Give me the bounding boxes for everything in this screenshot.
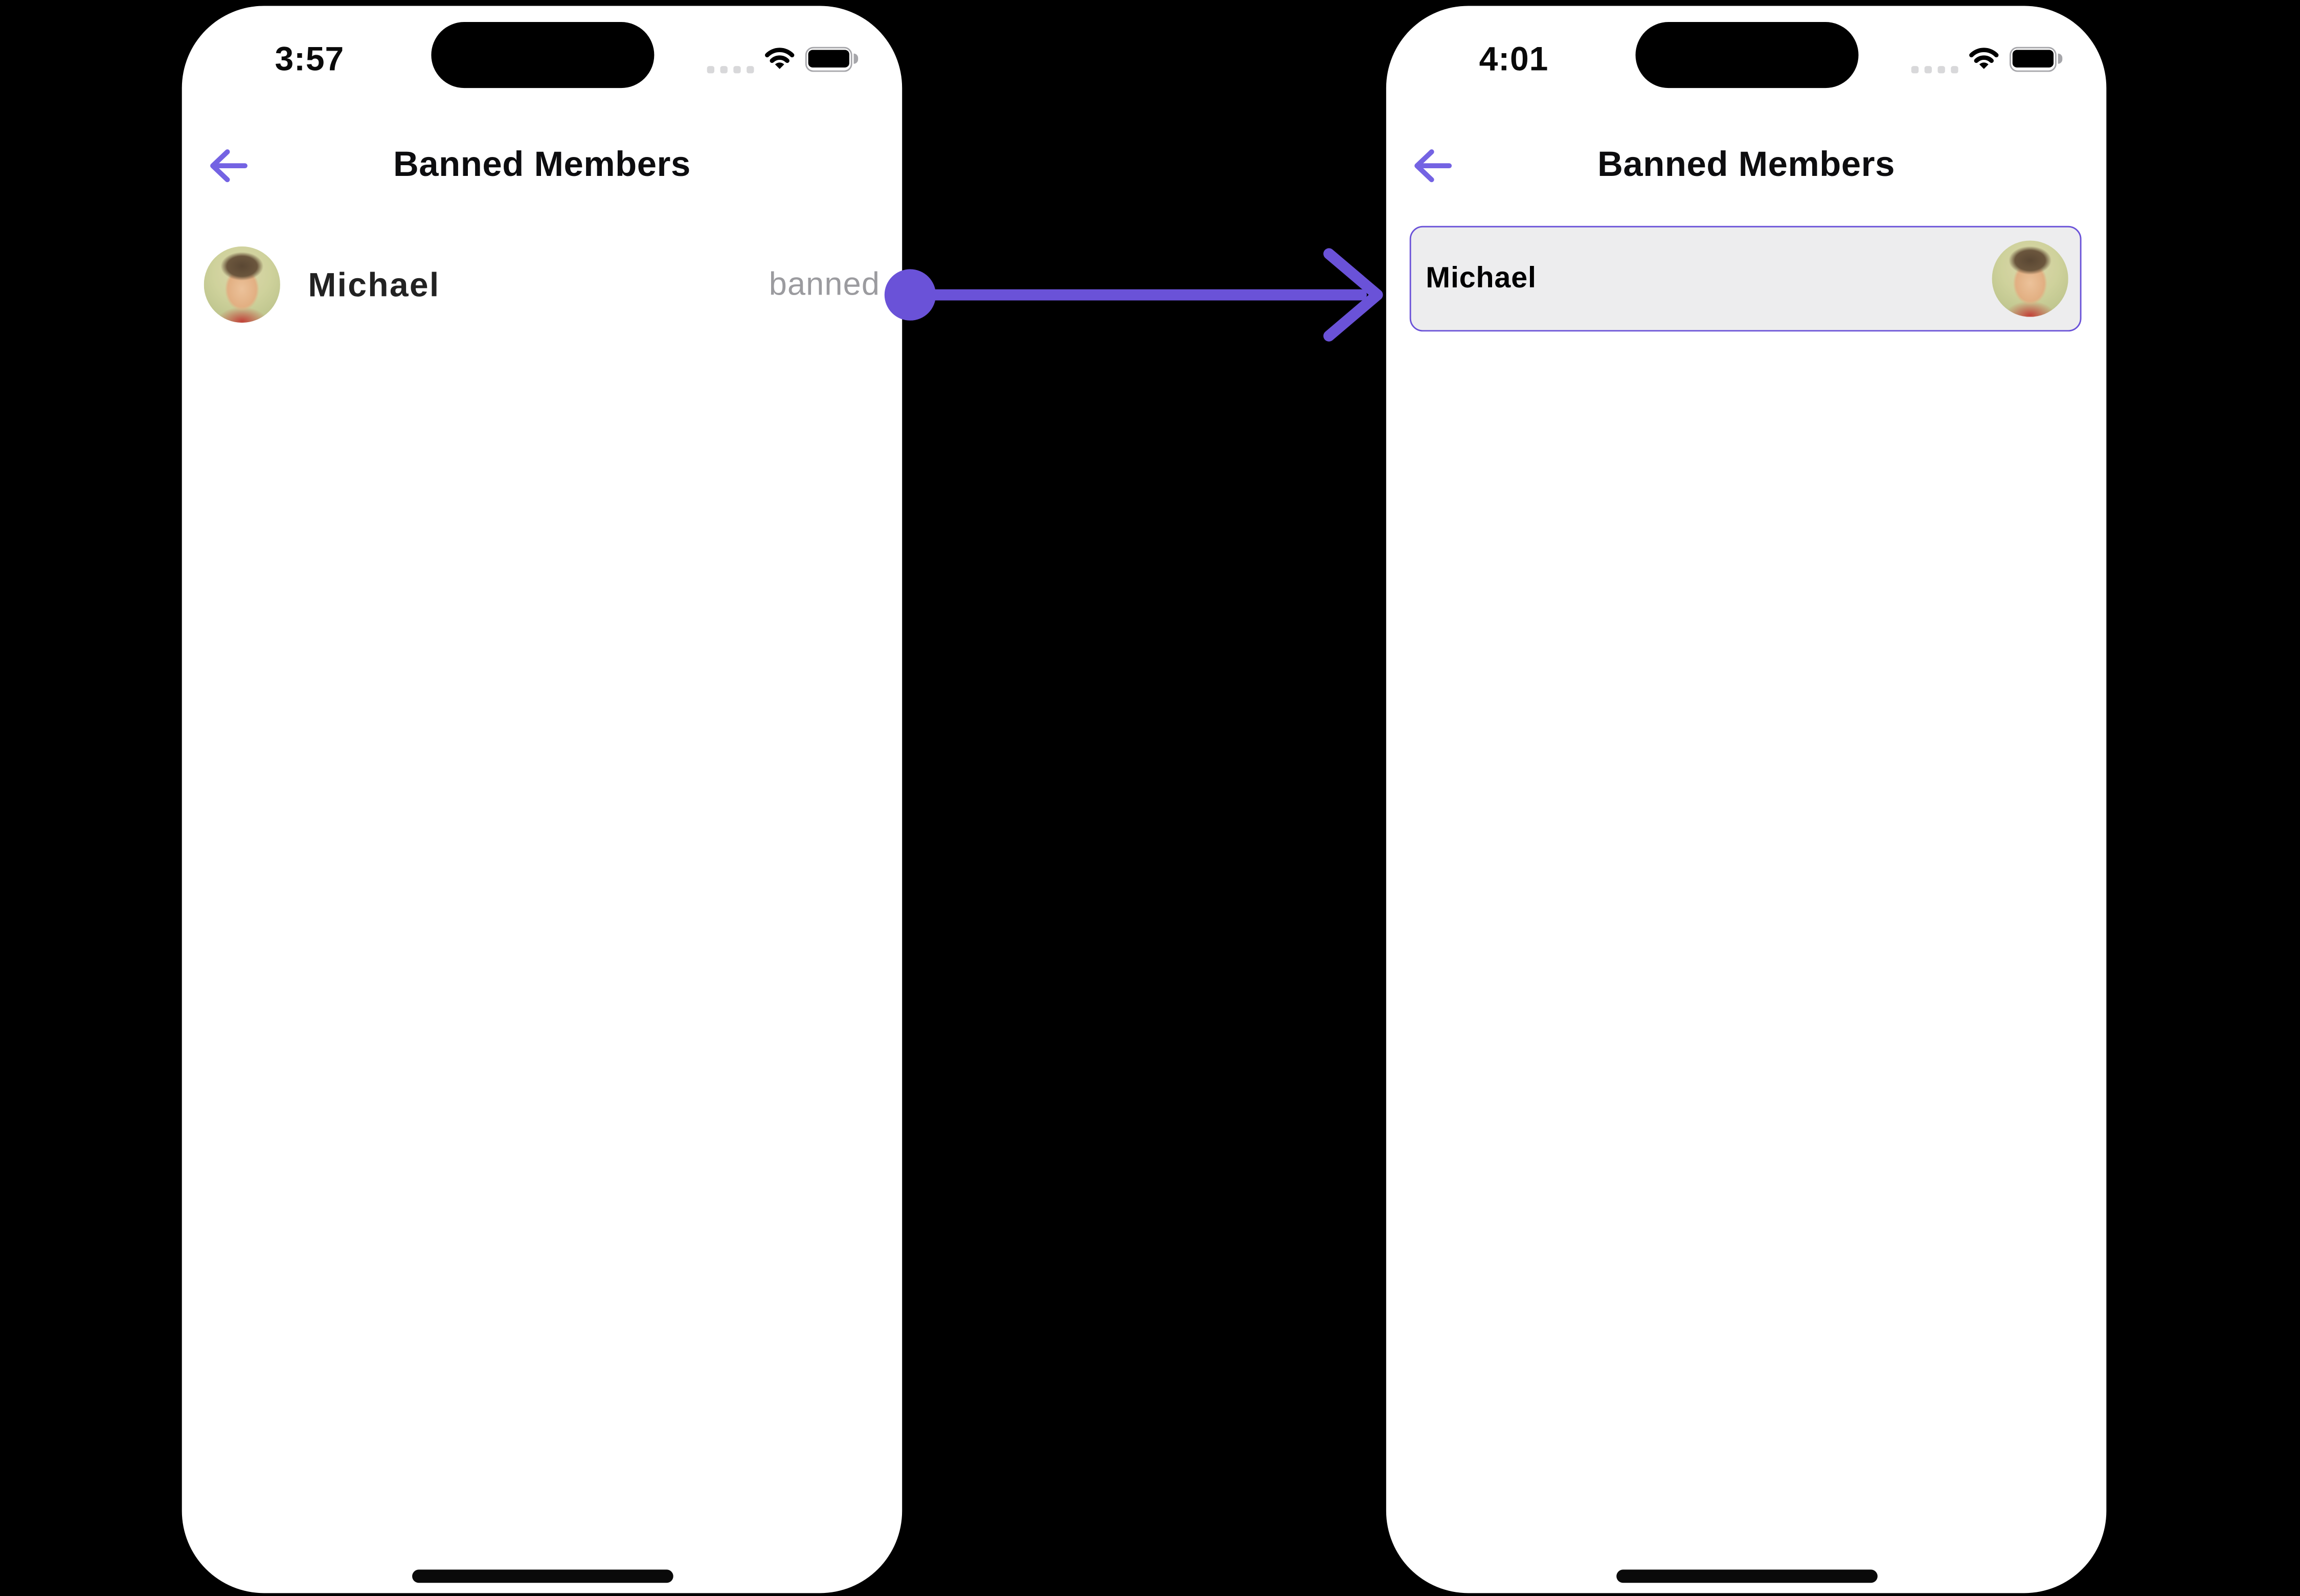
selected-member-card[interactable]: Michael [1409, 226, 2082, 332]
battery-icon [2010, 46, 2063, 72]
status-bar: 4:01 [1386, 6, 2106, 108]
status-icons [1911, 43, 2063, 74]
arrow-left-icon [209, 149, 247, 183]
battery-nub [2058, 53, 2063, 64]
signal-dot [707, 65, 715, 73]
home-indicator[interactable] [411, 1568, 673, 1583]
status-bar: 3:57 [182, 6, 902, 108]
avatar [1992, 240, 2068, 317]
nav-header: Banned Members [182, 129, 902, 202]
arrow-head [1323, 248, 1383, 342]
nav-header: Banned Members [1386, 129, 2106, 202]
status-icons [707, 43, 859, 74]
page-title: Banned Members [393, 145, 691, 185]
member-name: Michael [1426, 262, 1537, 295]
status-badge: banned [769, 265, 881, 302]
clock-time: 3:57 [275, 39, 345, 78]
back-button[interactable] [206, 144, 250, 188]
banned-member-row[interactable]: Michael banned [182, 240, 902, 328]
battery-icon [805, 46, 859, 72]
avatar [204, 246, 280, 323]
arrow-left-icon [1413, 149, 1451, 183]
phone-before: 3:57 [182, 6, 903, 1593]
signal-dot [733, 65, 741, 73]
signal-dot [1911, 65, 1919, 73]
dynamic-island [430, 22, 653, 88]
signal-dot [1937, 65, 1945, 73]
battery-level [808, 50, 849, 68]
cellular-signal-icon [1911, 43, 1958, 74]
signal-dot [1924, 65, 1932, 73]
signal-dot [720, 65, 728, 73]
member-name: Michael [308, 264, 440, 303]
phone-after: 4:01 [1386, 6, 2107, 1593]
wifi-icon [764, 48, 795, 69]
signal-dot [747, 65, 754, 73]
signal-dot [1951, 65, 1958, 73]
dynamic-island [1635, 22, 1858, 88]
cellular-signal-icon [707, 43, 754, 74]
clock-time: 4:01 [1479, 39, 1549, 78]
back-button[interactable] [1410, 144, 1454, 188]
battery-level [2013, 50, 2053, 68]
page-title: Banned Members [1597, 145, 1896, 185]
wifi-icon [1969, 48, 1999, 69]
home-indicator[interactable] [1615, 1568, 1877, 1583]
battery-nub [853, 53, 859, 64]
